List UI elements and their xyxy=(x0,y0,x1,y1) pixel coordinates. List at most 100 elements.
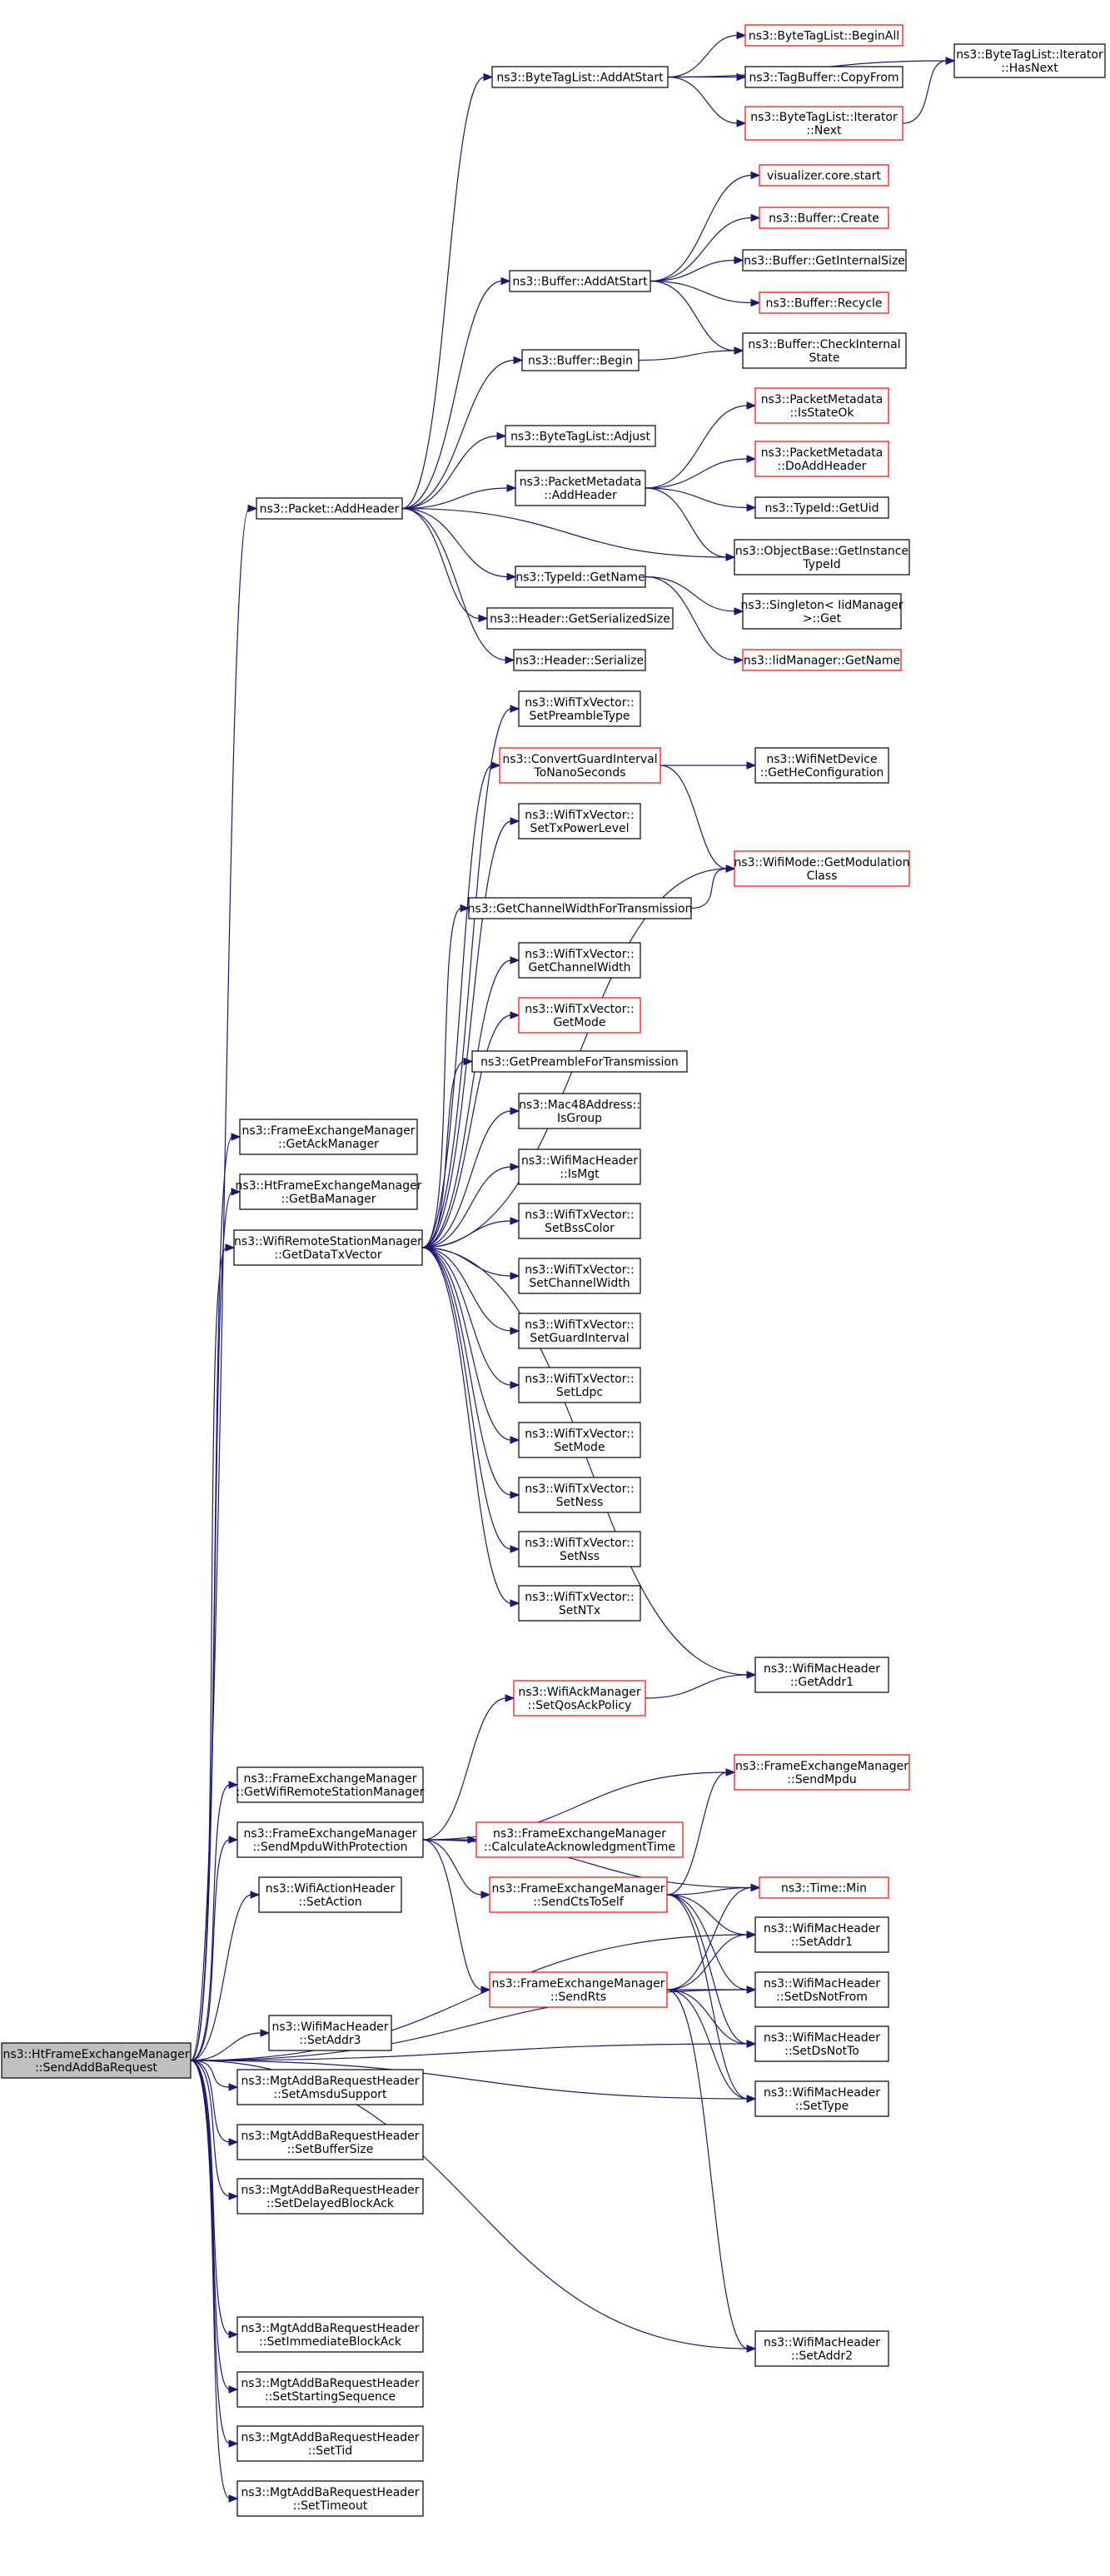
node-hdr-serialize[interactable]: ns3::Header::Serialize xyxy=(513,649,646,671)
edge-line xyxy=(660,765,728,869)
edge-line xyxy=(422,1839,483,1896)
edge-line xyxy=(422,1839,483,1991)
node-buf-begin[interactable]: ns3::Buffer::Begin xyxy=(521,349,640,371)
node-wtv-setntx[interactable]: ns3::WifiTxVector::SetNTx xyxy=(518,1585,641,1622)
node-mgt-settimeout[interactable]: ns3::MgtAddBaRequestHeader::SetTimeout xyxy=(236,2480,424,2517)
node-getchwidthtx[interactable]: ns3::GetChannelWidthForTransmission xyxy=(468,897,693,919)
node-mgt-settid[interactable]: ns3::MgtAddBaRequestHeader::SetTid xyxy=(236,2425,424,2462)
node-buf-getinternalsize[interactable]: ns3::Buffer::GetInternalSize xyxy=(742,249,907,272)
node-mac48-isgroup[interactable]: ns3::Mac48Address::IsGroup xyxy=(518,1093,641,1129)
node-time-min[interactable]: ns3::Time::Min xyxy=(759,1876,889,1899)
node-wmh-setaddr2[interactable]: ns3::WifiMacHeader::SetAddr2 xyxy=(754,2330,889,2367)
node-buf-recycle[interactable]: ns3::Buffer::Recycle xyxy=(759,291,889,314)
node-mgt-setstartingsequence[interactable]: ns3::MgtAddBaRequestHeader::SetStartingS… xyxy=(236,2371,424,2408)
node-wmh-ismgt[interactable]: ns3::WifiMacHeader::IsMgt xyxy=(518,1148,641,1185)
node-btl-iter-next[interactable]: ns3::ByteTagList::Iterator::Next xyxy=(744,106,903,141)
node-label: ns3::WifiActionHeader xyxy=(266,1882,396,1896)
node-getpreambletx[interactable]: ns3::GetPreambleForTransmission xyxy=(471,1050,688,1073)
node-box xyxy=(742,649,902,671)
arrowhead-icon xyxy=(506,572,517,581)
node-box xyxy=(468,897,692,919)
node-pkt-addheader[interactable]: ns3::Packet::AddHeader xyxy=(256,497,403,520)
node-wtv-getchannelwidth[interactable]: ns3::WifiTxVector::GetChannelWidth xyxy=(518,942,641,979)
node-singleton-get[interactable]: ns3::Singleton< IidManager >::Get xyxy=(741,593,903,630)
node-wmh-setaddr1[interactable]: ns3::WifiMacHeader::SetAddr1 xyxy=(754,1916,889,1953)
node-wnd-gethecfg[interactable]: ns3::WifiNetDevice::GetHeConfiguration xyxy=(754,747,889,784)
node-wtv-setguardinterval[interactable]: ns3::WifiTxVector::SetGuardInterval xyxy=(518,1313,641,1349)
node-wmh-settype[interactable]: ns3::WifiMacHeader::SetType xyxy=(754,2080,889,2117)
node-htfem-getbamanager[interactable]: ns3::HtFrameExchangeManager::GetBaManage… xyxy=(236,1173,422,1210)
node-vis-start[interactable]: visualizer.core.start xyxy=(759,164,889,187)
edge-line xyxy=(401,507,728,558)
node-wtv-setness[interactable]: ns3::WifiTxVector::SetNess xyxy=(518,1477,641,1513)
edge-line xyxy=(190,2060,231,2444)
node-buf-create[interactable]: ns3::Buffer::Create xyxy=(759,207,889,229)
node-hdr-getserializedsize[interactable]: ns3::Header::GetSerializedSize xyxy=(486,607,674,630)
node-wtv-setpreambletype[interactable]: ns3::WifiTxVector::SetPreambleType xyxy=(518,690,641,727)
node-pm-doaddheader[interactable]: ns3::PacketMetadata::DoAddHeader xyxy=(754,441,889,477)
node-box xyxy=(759,1876,889,1899)
edge-line xyxy=(190,1784,231,2061)
edge-fem-sendmpduwithprot-to-wam-setqosackpolicy xyxy=(422,1694,515,1841)
node-fem-calcackt[interactable]: ns3::FrameExchangeManager::CalculateAckn… xyxy=(475,1821,684,1858)
node-wtv-getmode[interactable]: ns3::WifiTxVector::GetMode xyxy=(518,997,641,1034)
node-pm-addheader[interactable]: ns3::PacketMetadata::AddHeader xyxy=(515,470,646,506)
edge-fem-sendctstoself-to-fem-sendmpdu xyxy=(666,1768,736,1896)
node-mgt-setamsdusupport[interactable]: ns3::MgtAddBaRequestHeader::SetAmsduSupp… xyxy=(236,2069,424,2105)
node-buf-addatstart[interactable]: ns3::Buffer::AddAtStart xyxy=(509,270,651,292)
node-wtv-setmode[interactable]: ns3::WifiTxVector::SetMode xyxy=(518,1422,641,1458)
edge-line xyxy=(645,575,736,612)
node-typeid-getname[interactable]: ns3::TypeId::GetName xyxy=(515,566,646,588)
node-btl-iter-hasnext[interactable]: ns3::ByteTagList::Iterator::HasNext xyxy=(953,43,1106,78)
node-fem-getwrsm[interactable]: ns3::FrameExchangeManager::GetWifiRemote… xyxy=(236,1766,425,1803)
node-label: ::IsMgt xyxy=(560,1168,600,1181)
node-fem-sendrts[interactable]: ns3::FrameExchangeManager::SendRts xyxy=(489,1971,668,2008)
node-root[interactable]: ns3::HtFrameExchangeManager::SendAddBaRe… xyxy=(1,2042,192,2079)
node-wmh-setdsnotfrom[interactable]: ns3::WifiMacHeader::SetDsNotFrom xyxy=(754,1971,889,2008)
node-label: ::SetAction xyxy=(298,1896,361,1909)
edge-line xyxy=(190,1247,227,2061)
node-label: ::SetAddr3 xyxy=(299,2034,361,2047)
node-wmh-setaddr3[interactable]: ns3::WifiMacHeader::SetAddr3 xyxy=(268,2015,392,2051)
node-mgt-setdelayedblockack[interactable]: ns3::MgtAddBaRequestHeader::SetDelayedBl… xyxy=(236,2178,424,2215)
edge-root-to-mgt-setstartingsequence xyxy=(190,2060,239,2394)
node-btl-beginall[interactable]: ns3::ByteTagList::BeginAll xyxy=(744,24,903,47)
edge-line xyxy=(645,405,749,489)
node-box xyxy=(953,43,1106,78)
node-label: ::SetImmediateBlockAck xyxy=(259,2335,402,2349)
node-label: ns3::GetPreambleForTransmission xyxy=(480,1056,679,1069)
node-tagbuf-copyfrom[interactable]: ns3::TagBuffer::CopyFrom xyxy=(744,66,903,88)
node-fem-getackmanager[interactable]: ns3::FrameExchangeManager::GetAckManager xyxy=(239,1119,418,1155)
node-btl-adjust[interactable]: ns3::ByteTagList::Adjust xyxy=(505,425,656,447)
node-wrsm-getdatatxvector[interactable]: ns3::WifiRemoteStationManager::GetDataTx… xyxy=(233,1229,423,1266)
node-mgt-setimmediateblockack[interactable]: ns3::MgtAddBaRequestHeader::SetImmediate… xyxy=(236,2316,424,2353)
node-wah-setaction[interactable]: ns3::WifiActionHeader::SetAction xyxy=(258,1876,402,1913)
node-wtv-setnss[interactable]: ns3::WifiTxVector::SetNss xyxy=(518,1531,641,1567)
node-wtv-setbsscolor[interactable]: ns3::WifiTxVector::SetBssColor xyxy=(518,1203,641,1239)
node-btl-addatstart[interactable]: ns3::ByteTagList::AddAtStart xyxy=(491,66,669,88)
arrowhead-icon xyxy=(478,614,489,623)
node-fem-sendmpdu[interactable]: ns3::FrameExchangeManager::SendMpdu xyxy=(734,1754,910,1791)
node-pm-isstateok[interactable]: ns3::PacketMetadata::IsStateOk xyxy=(754,387,889,424)
node-box xyxy=(744,106,903,141)
node-label: ns3::TypeId::GetUid xyxy=(764,502,879,516)
node-wtv-setchannelwidth[interactable]: ns3::WifiTxVector::SetChannelWidth xyxy=(518,1258,641,1294)
node-wtv-settxpowerlevel[interactable]: ns3::WifiTxVector::SetTxPowerLevel xyxy=(518,803,641,840)
node-typeid-getuid[interactable]: ns3::TypeId::GetUid xyxy=(754,496,889,519)
node-wmh-getaddr1[interactable]: ns3::WifiMacHeader::GetAddr1 xyxy=(754,1657,889,1693)
node-wmh-setdsnotto[interactable]: ns3::WifiMacHeader::SetDsNotTo xyxy=(754,2025,889,2062)
edge-root-to-wrsm-getdatatxvector xyxy=(190,1243,236,2061)
node-box xyxy=(518,942,641,979)
node-iid-getname[interactable]: ns3::IidManager::GetName xyxy=(742,649,902,671)
edge-line xyxy=(422,1697,507,1841)
node-box xyxy=(518,1422,641,1458)
node-fem-sendmpduwithprot[interactable]: ns3::FrameExchangeManager::SendMpduWithP… xyxy=(236,1821,424,1858)
node-fem-sendctstoself[interactable]: ns3::FrameExchangeManager::SendCtsToSelf xyxy=(489,1876,668,1913)
node-wtv-setldpc[interactable]: ns3::WifiTxVector::SetLdpc xyxy=(518,1367,641,1403)
node-mgt-setbuffersize[interactable]: ns3::MgtAddBaRequestHeader::SetBufferSiz… xyxy=(236,2124,424,2160)
node-wam-setqosackpolicy[interactable]: ns3::WifiAckManager::SetQosAckPolicy xyxy=(513,1680,646,1717)
